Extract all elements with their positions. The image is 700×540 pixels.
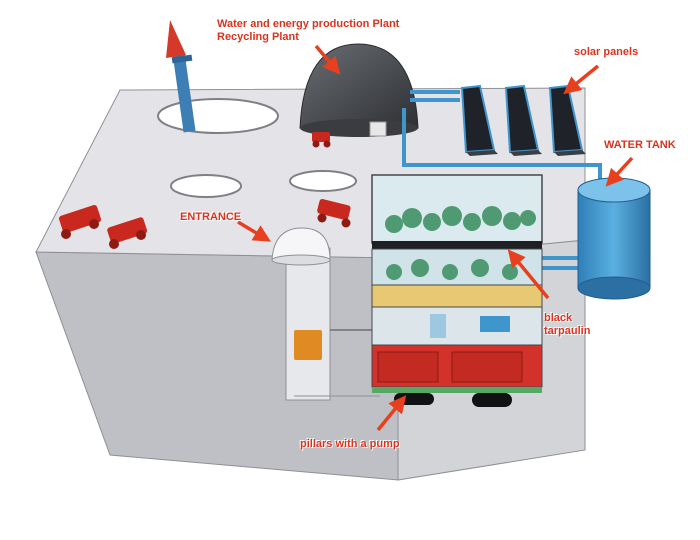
solar-panel-icon <box>460 84 586 156</box>
label-tarp-line1: black <box>544 312 573 324</box>
label-entrance: ENTRANCE <box>180 211 242 223</box>
label-plant-line1: Water and energy production Plant <box>217 18 400 30</box>
label-plant-line2: Recycling Plant <box>217 31 299 43</box>
cutaway-building <box>371 174 543 393</box>
entrance-shaft <box>285 247 380 401</box>
label-pillars: pillars with a pump <box>300 438 400 450</box>
label-water-tank: WATER TANK <box>604 139 676 151</box>
cart-icon <box>312 132 331 148</box>
arrow-icon <box>237 44 634 432</box>
hole-large <box>157 98 279 134</box>
cart-icon <box>107 217 148 249</box>
entrance-dome-icon <box>271 227 331 266</box>
black-tarpaulin <box>372 241 542 249</box>
cart-icon <box>317 198 351 228</box>
hole-middle-left <box>170 174 242 198</box>
label-tarp-line2: tarpaulin <box>544 325 591 337</box>
greenhouse-plants <box>385 206 536 233</box>
dome-icon <box>299 43 419 148</box>
rocket-icon <box>166 20 196 133</box>
hole-middle-right <box>289 170 357 192</box>
cart-icon <box>58 205 102 239</box>
label-solar-panels: solar panels <box>574 46 639 58</box>
water-tank-icon <box>577 177 651 300</box>
